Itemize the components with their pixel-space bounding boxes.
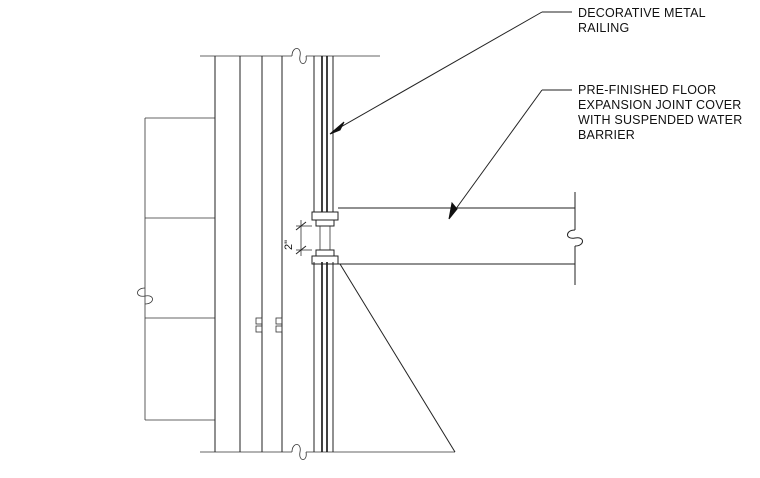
expansion-joint-cover [311, 211, 339, 265]
railing-callout: DECORATIVE METAL RAILING [578, 6, 706, 36]
joint-cover-leader [448, 89, 572, 220]
railing-callout-line-2: RAILING [578, 21, 630, 35]
joint-cover-callout-line-1: PRE-FINISHED FLOOR [578, 83, 717, 97]
railing-callout-line-1: DECORATIVE METAL [578, 6, 706, 20]
left-wall-structure [214, 56, 283, 452]
diagonal-brace [339, 263, 456, 453]
left-wall-panels [137, 117, 215, 421]
top-break-line [200, 48, 380, 64]
joint-cover-callout: PRE-FINISHED FLOOR EXPANSION JOINT COVER… [578, 83, 742, 143]
floor-slab [338, 192, 583, 285]
joint-cover-callout-line-3: WITH SUSPENDED WATER [578, 113, 743, 127]
joint-cover-leader-arrowhead [448, 201, 458, 220]
dimension-2in: 2" [283, 220, 312, 256]
railing-leader [329, 11, 572, 135]
joint-cover-callout-line-2: EXPANSION JOINT COVER [578, 98, 742, 112]
railing-leader-arrowhead [329, 121, 345, 135]
joint-cover-callout-line-4: BARRIER [578, 128, 635, 142]
dimension-label: 2" [283, 240, 295, 250]
railing-column [313, 56, 334, 452]
